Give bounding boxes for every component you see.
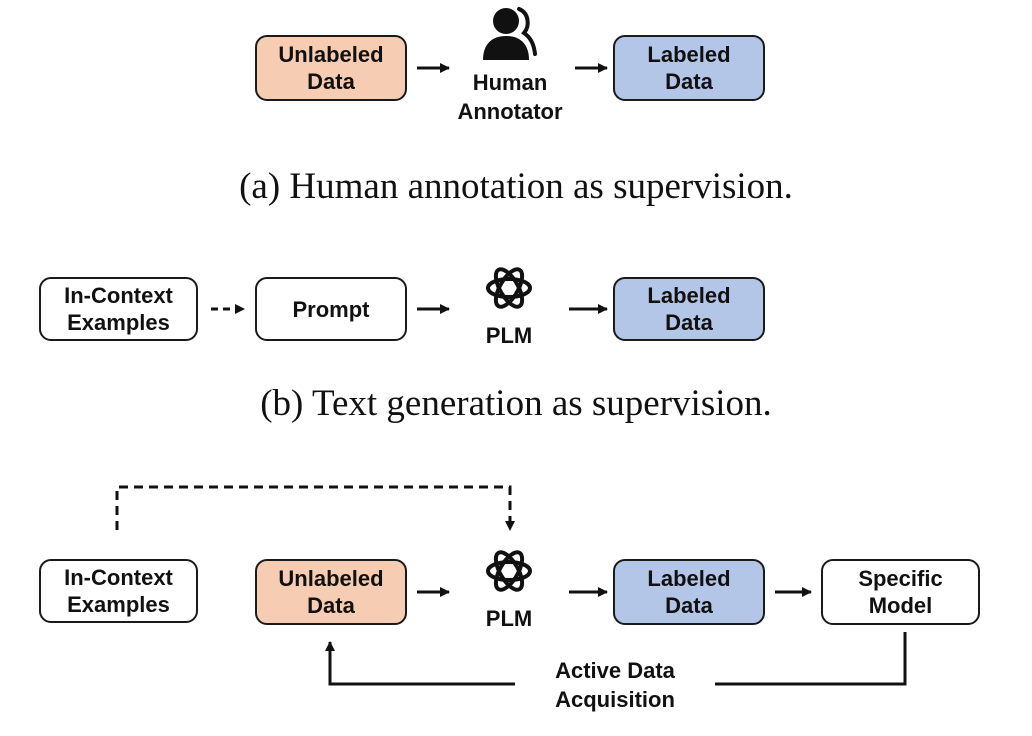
labeled-data-node-a: Labeled Data (613, 35, 765, 101)
caption-a: (a) Human annotation as supervision. (239, 166, 793, 207)
active-acquisition-loop-left (325, 641, 515, 686)
unlabeled-data-node-a: Unlabeled Data (255, 35, 407, 101)
plm-label-b: PLM (485, 323, 533, 348)
labeled-data-node-b: Labeled Data (613, 277, 765, 341)
person-icon (483, 7, 537, 60)
active-data-acquisition-label: Active Data Acquisition (555, 658, 675, 712)
plm-label-c: PLM (485, 606, 533, 631)
active-acquisition-loop-right (715, 632, 907, 686)
prompt-node: Prompt (255, 277, 407, 341)
unlabeled-data-node-c: Unlabeled Data (255, 559, 407, 625)
in-context-examples-node-b: In-Context Examples (39, 277, 198, 341)
openai-logo-icon (486, 550, 532, 592)
specific-model-node: Specific Model (821, 559, 980, 625)
caption-b: (b) Text generation as supervision. (260, 383, 772, 424)
human-annotator-label: Human Annotator (457, 70, 563, 124)
in-context-examples-node-c: In-Context Examples (39, 559, 198, 623)
labeled-data-node-c: Labeled Data (613, 559, 765, 625)
dashed-arrow-examples-to-plm (115, 485, 515, 531)
openai-logo-icon (486, 267, 532, 309)
